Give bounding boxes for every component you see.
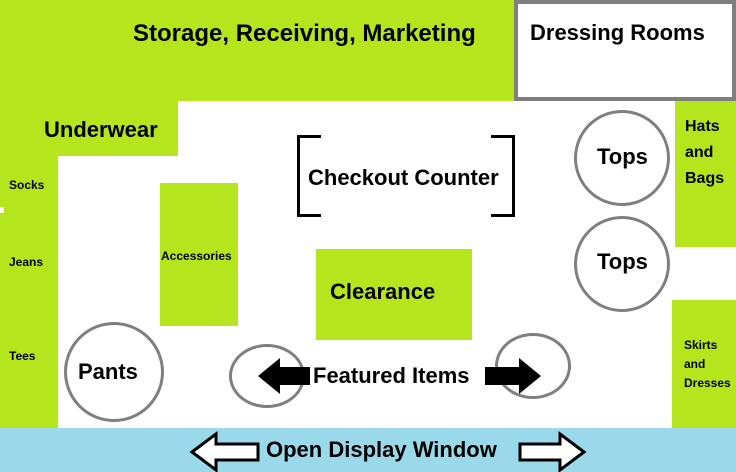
- window-arrow-left-shape: [189, 431, 260, 472]
- featured-rack-right: [495, 333, 571, 399]
- storage-receiving-marketing-area: [0, 0, 514, 101]
- left-wall-shelving: [0, 156, 58, 428]
- and-label-hats: and: [685, 144, 714, 161]
- tops-label-2: Tops: [597, 249, 648, 274]
- and-label-skirts: and: [684, 357, 706, 371]
- open-display-window-label: Open Display Window: [266, 437, 497, 462]
- hats-bags-area: [675, 101, 736, 247]
- checkout-counter-label: Checkout Counter: [308, 165, 499, 190]
- dresses-label: Dresses: [684, 376, 731, 390]
- tops-label-1: Tops: [597, 144, 648, 169]
- featured-items-label: Featured Items: [313, 363, 470, 388]
- jeans-label: Jeans: [9, 255, 44, 269]
- open-display-window: [0, 428, 736, 472]
- window-arrow-right-icon: [518, 431, 587, 472]
- tops-rack-1: [574, 110, 670, 206]
- storage-label: Storage, Receiving, Marketing: [133, 20, 476, 47]
- hats-label: Hats: [685, 118, 720, 135]
- dressing-rooms-label: Dressing Rooms: [530, 20, 705, 45]
- arrow-right-icon: [485, 358, 541, 394]
- wall-notch: [0, 207, 4, 213]
- underwear-area: [0, 101, 178, 156]
- checkout-counter: [297, 135, 515, 217]
- arrow-left-icon: [258, 358, 310, 394]
- underwear-label: Underwear: [44, 117, 158, 142]
- arrow-right-shape: [485, 358, 541, 394]
- skirts-label: Skirts: [684, 338, 718, 352]
- tees-label: Tees: [9, 349, 36, 363]
- accessories-area: [160, 183, 238, 326]
- skirts-dresses-area: [672, 300, 736, 428]
- accessories-label: Accessories: [161, 249, 232, 263]
- checkout-counter-top-right: [491, 135, 515, 138]
- checkout-counter-bottom-right: [491, 214, 515, 217]
- bags-label: Bags: [685, 170, 725, 187]
- window-arrow-right-shape: [518, 431, 587, 472]
- pants-label: Pants: [78, 359, 138, 384]
- checkout-counter-bottom-left: [297, 214, 321, 217]
- window-arrow-left-icon: [189, 431, 260, 472]
- tops-rack-2: [574, 216, 670, 312]
- clearance-label: Clearance: [330, 279, 436, 304]
- arrow-left-shape: [258, 358, 310, 394]
- checkout-counter-top-left: [297, 135, 321, 138]
- dressing-rooms-area: [514, 0, 736, 101]
- pants-rack: [64, 322, 164, 422]
- clearance-area: [316, 249, 472, 340]
- socks-label: Socks: [9, 178, 45, 192]
